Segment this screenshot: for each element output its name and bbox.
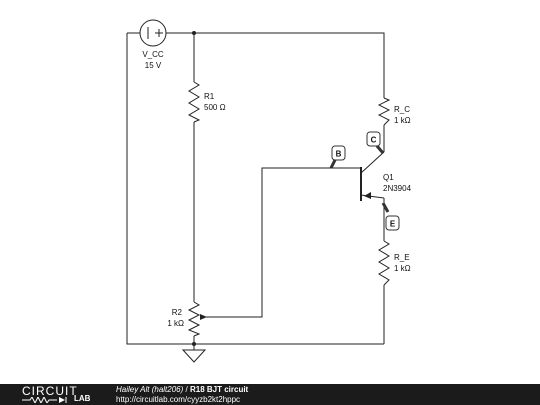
probe-c-label: C <box>371 136 377 145</box>
title-separator: / <box>183 385 190 394</box>
re-name-label: R_E <box>394 253 410 262</box>
circuit-title: R18 BJT circuit <box>189 385 249 394</box>
logo-lab-text: LAB <box>74 394 91 403</box>
q1-value-label: 2N3904 <box>383 184 412 193</box>
r1-value-label: 500 Ω <box>204 103 226 112</box>
r2-value-label: 1 kΩ <box>167 319 184 328</box>
re-value-label: 1 kΩ <box>394 264 411 273</box>
wire-left-rail <box>126 33 384 345</box>
ground-symbol <box>181 349 207 363</box>
rc-name-label: R_C <box>394 105 410 114</box>
emitter-arrow-icon <box>364 192 371 199</box>
probe-b[interactable] <box>329 145 346 169</box>
author-name[interactable]: Hailey Alt (halt206) <box>116 385 184 394</box>
logo-wave-icon <box>22 397 67 403</box>
probe-e-label: E <box>390 220 396 229</box>
junction-dot <box>192 31 196 35</box>
probe-b-label: B <box>336 150 342 159</box>
potentiometer-r2[interactable] <box>187 301 207 337</box>
circuit-url-link[interactable]: http://circuitlab.com/cyyzb2kt2hppc <box>116 395 241 404</box>
footer-bar: CIRCUIT LAB Hailey Alt (halt206) / R18 B… <box>0 384 540 405</box>
transistor-q1[interactable] <box>360 151 385 201</box>
q1-name-label: Q1 <box>383 173 394 182</box>
resistor-rc[interactable] <box>377 97 391 126</box>
logo-circuit-text: CIRCUIT <box>22 384 78 398</box>
r2-name-label: R2 <box>172 308 183 317</box>
footer-text: Hailey Alt (halt206) / R18 BJT circuit h… <box>116 385 248 405</box>
probe-c[interactable] <box>366 131 385 154</box>
wiper-arrow-icon <box>200 314 207 320</box>
resistor-r1[interactable] <box>187 81 201 123</box>
voltage-source-vcc[interactable] <box>139 19 167 47</box>
resistor-re[interactable] <box>378 240 390 286</box>
vcc-name-label: V_CC <box>142 50 164 59</box>
rc-value-label: 1 kΩ <box>394 116 411 125</box>
circuit-schematic: V_CC 15 V R1 500 Ω R2 1 kΩ R_C 1 kΩ R_E … <box>126 19 412 363</box>
circuitlab-logo[interactable]: CIRCUIT LAB <box>22 384 97 405</box>
wire-base <box>200 167 360 318</box>
probe-e[interactable] <box>381 202 400 231</box>
wire-top-rail <box>127 32 385 98</box>
vcc-value-label: 15 V <box>145 61 162 70</box>
junction-dot <box>192 342 196 346</box>
r1-name-label: R1 <box>204 92 215 101</box>
